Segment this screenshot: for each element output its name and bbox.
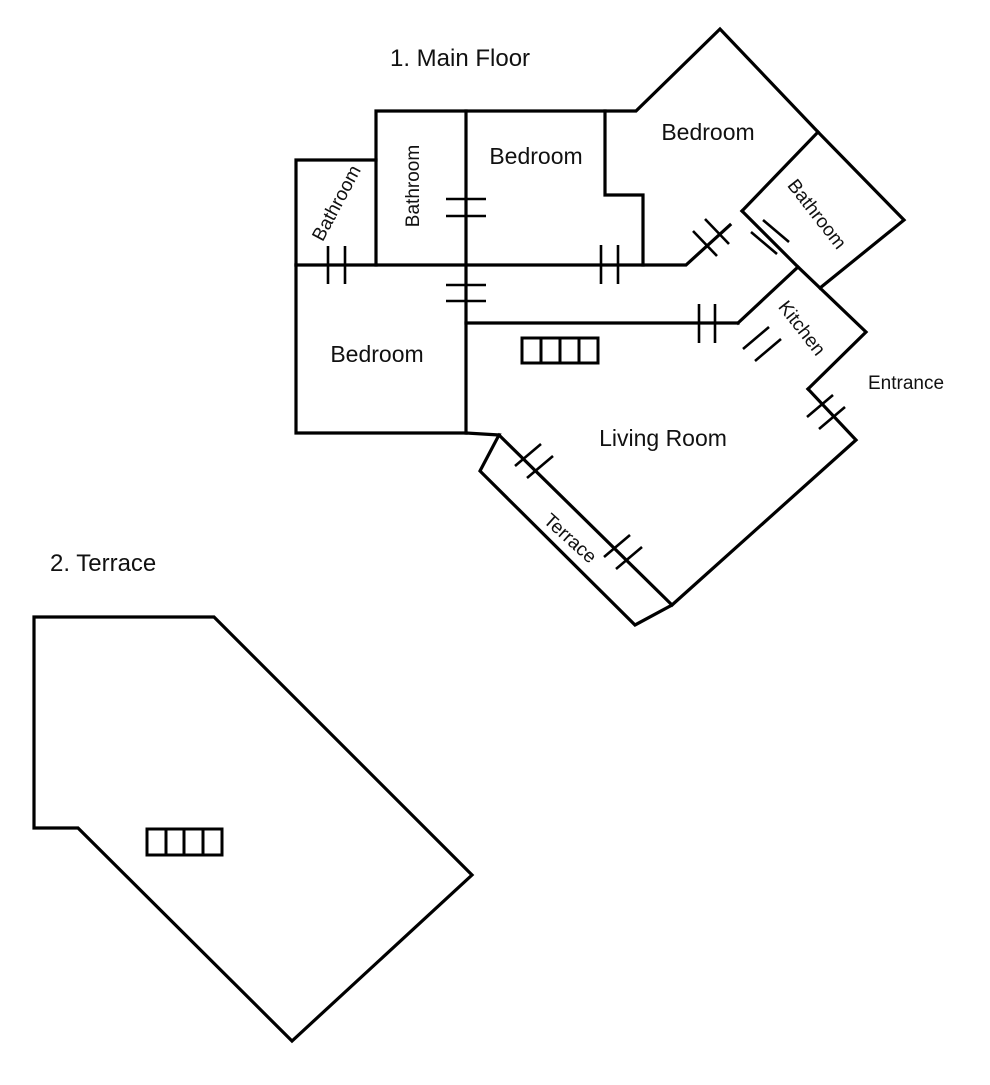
terrace-floor-plan: 2. Terrace [32,550,475,1044]
wall-bedroom-divider [603,109,645,267]
room-label-bedroom-corner: Bedroom [661,119,754,145]
door-bedroom-top[interactable] [599,245,620,284]
main-floor-plan: 1. Main Floor [294,26,945,627]
wall-bathroom-right [739,129,907,291]
door-terrace-west[interactable] [514,443,554,479]
door-bathroom-left[interactable] [326,246,347,284]
wall-terrace-divider [496,432,675,608]
wall-hallway-top [294,222,733,267]
room-label-bathroom-middle: Bathroom [403,145,424,227]
wall-top [374,26,821,267]
door-bathroom-middle[interactable] [446,197,486,218]
door-corridor[interactable] [697,304,717,343]
room-label-kitchen: Kitchen [774,297,830,360]
door-kitchen[interactable] [742,326,782,362]
room-label-bathroom-left: Bathroom [309,162,366,245]
wall-bathroom-left [294,158,378,267]
wall-bedroom-left [294,263,468,435]
terrace-floor-title: 2. Terrace [50,550,156,577]
wall-terrace-outline [32,615,475,1044]
room-label-bedroom-left: Bedroom [330,341,423,367]
door-bedroom-left[interactable] [446,283,486,303]
wall-kitchen [735,264,869,392]
wall-bathroom-right-inner [739,208,801,270]
door-bathroom-right[interactable] [750,219,790,255]
main-floor-doors [326,197,846,570]
main-floor-stairs-icon [520,336,600,365]
door-terrace-east[interactable] [603,534,643,570]
room-label-bathroom-right: Bathroom [783,176,850,254]
main-floor-room-labels: Bathroom Bathroom Bedroom Bedroom Bathro… [309,119,945,568]
main-floor-walls [294,26,907,627]
entrance-label: Entrance [868,373,944,394]
room-label-bedroom-top: Bedroom [489,143,582,169]
door-entrance[interactable] [806,394,846,430]
terrace-stairs-icon [145,827,224,857]
main-floor-title: 1. Main Floor [390,45,530,72]
room-label-living-room: Living Room [599,425,727,451]
door-bedroom-corner[interactable] [692,218,730,257]
